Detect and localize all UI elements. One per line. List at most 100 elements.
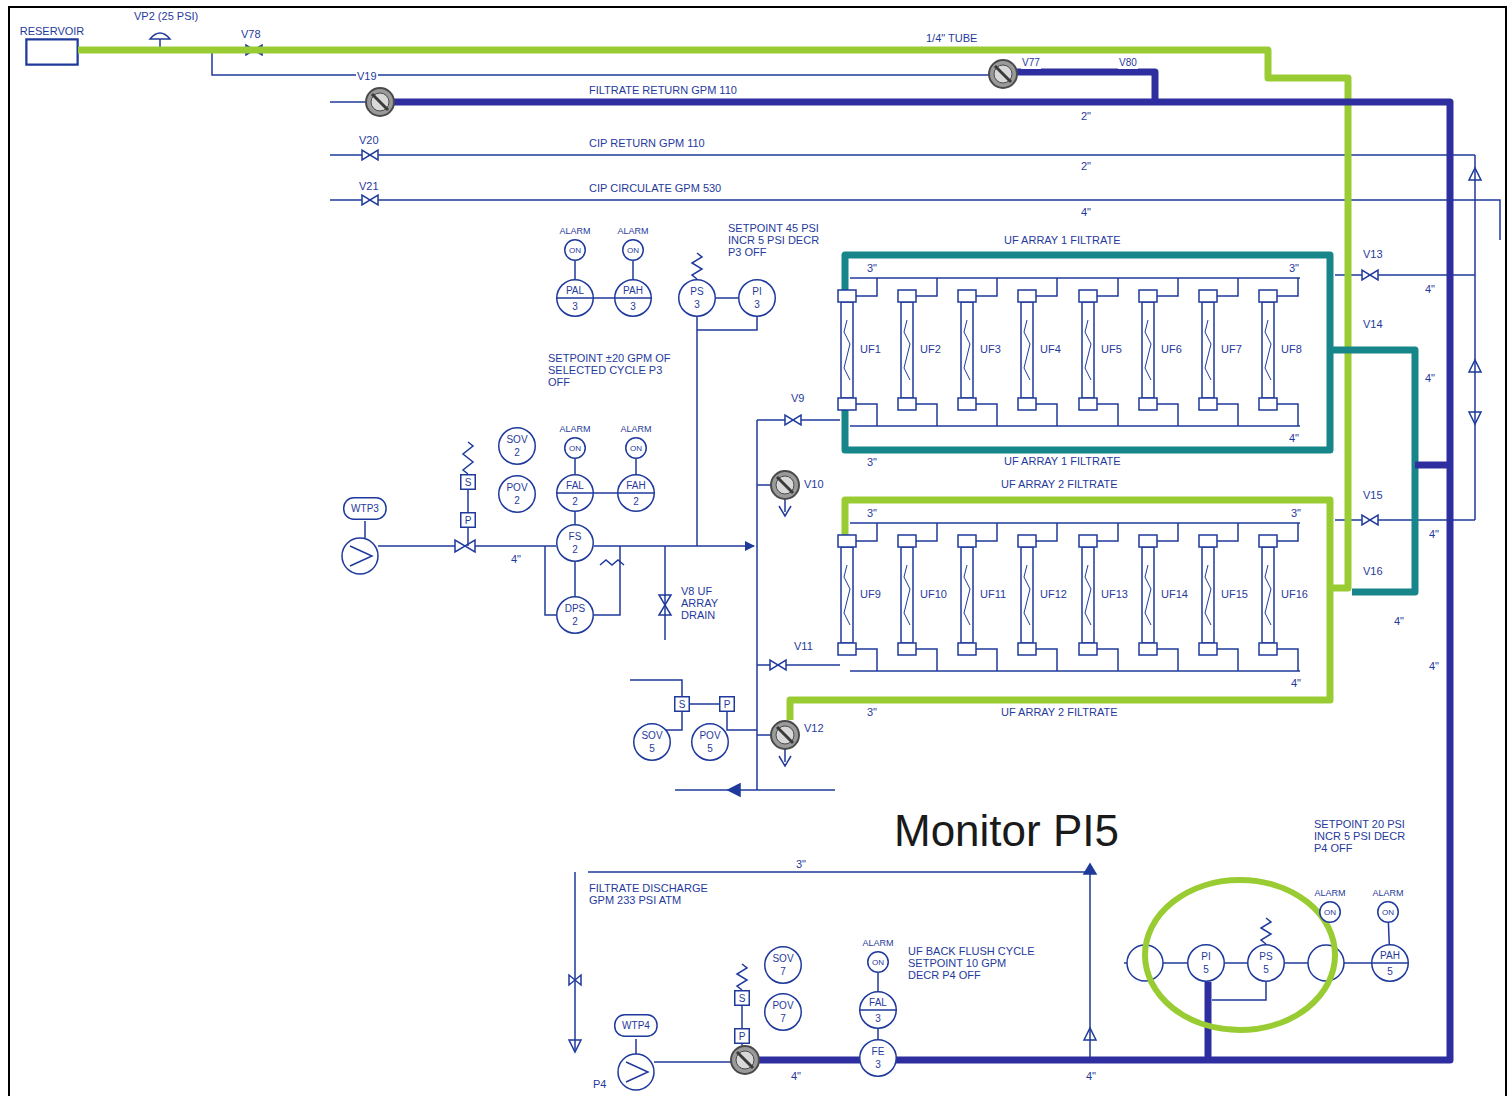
node-outline bbox=[26, 39, 78, 65]
node-outline bbox=[557, 525, 594, 562]
node-outline bbox=[1378, 902, 1399, 923]
alarm-lamp: ALARMON bbox=[1377, 901, 1399, 923]
uf-module bbox=[1217, 278, 1238, 296]
uf-module bbox=[856, 523, 877, 541]
node-body: SOV5 bbox=[633, 723, 671, 761]
alarm-lamp: ALARMON bbox=[564, 437, 586, 459]
instrument-tag: PS bbox=[1259, 951, 1272, 962]
instrument-tag: ON bbox=[627, 245, 639, 256]
pipe-size: 3" bbox=[1290, 507, 1302, 519]
instrument-tag: 3 bbox=[754, 299, 760, 310]
node-outline bbox=[679, 280, 716, 317]
instrument-tag: 2 bbox=[514, 495, 520, 506]
instrument-tag: SOV bbox=[641, 730, 662, 741]
thin-pipe bbox=[1469, 412, 1481, 424]
instrument-link bbox=[467, 490, 469, 512]
valve-tag: V14 bbox=[1362, 318, 1384, 330]
module-tag: UF1 bbox=[859, 343, 882, 355]
instrument-link bbox=[594, 297, 614, 299]
thin-pipe bbox=[1285, 962, 1308, 964]
instrument-tag: POV bbox=[772, 1000, 793, 1011]
actuated-valve bbox=[777, 727, 793, 743]
monitor-highlight bbox=[1145, 880, 1335, 1030]
pipe-size: 4" bbox=[510, 553, 522, 565]
node-body: SOV2 bbox=[498, 427, 536, 465]
uf-module bbox=[838, 535, 856, 547]
actuated-valve bbox=[771, 471, 799, 499]
uf-module bbox=[1145, 320, 1151, 380]
node-outline bbox=[565, 240, 586, 261]
thin-pipe bbox=[1362, 270, 1378, 280]
pump-tank: WTP3 bbox=[343, 497, 387, 520]
thin-pipe bbox=[600, 560, 624, 565]
thin-pipe bbox=[1362, 515, 1378, 525]
instrument-link bbox=[877, 973, 879, 991]
thin-pipe bbox=[727, 712, 757, 730]
instrument-bubble: FAL2 bbox=[556, 474, 594, 512]
uf-module bbox=[841, 547, 853, 643]
instrument-tag: ON bbox=[569, 443, 581, 454]
uf-module bbox=[898, 290, 916, 302]
instrument-link bbox=[574, 512, 576, 524]
thin-pipe bbox=[150, 33, 170, 39]
uf-module bbox=[898, 398, 916, 410]
line-title: UF ARRAY 1 FILTRATE bbox=[1003, 455, 1122, 467]
uf-module bbox=[1262, 302, 1274, 398]
thin-pipe bbox=[594, 545, 754, 547]
thin-pipe bbox=[1469, 168, 1481, 180]
node-outline bbox=[738, 279, 776, 317]
node-outline bbox=[618, 475, 655, 512]
uf-module bbox=[1085, 320, 1091, 380]
valve-tag: V11 bbox=[793, 640, 814, 652]
uf-module bbox=[850, 670, 1300, 672]
node-outline bbox=[739, 280, 776, 317]
instrument-tag: FE bbox=[872, 1046, 885, 1057]
instrument-tag: FAL bbox=[566, 480, 584, 491]
pipe-size: 2" bbox=[1080, 160, 1092, 172]
node-body: S bbox=[674, 696, 690, 712]
node-outline bbox=[556, 596, 594, 634]
uf-module bbox=[1024, 320, 1030, 380]
instrument-link bbox=[690, 703, 719, 705]
thin-pipe bbox=[545, 546, 556, 615]
uf-module bbox=[1265, 565, 1271, 625]
uf-module bbox=[1199, 643, 1217, 655]
node-body: PS 5 bbox=[1247, 944, 1285, 982]
uf-module bbox=[1157, 404, 1178, 426]
node-outline bbox=[735, 1029, 750, 1044]
actuated-valve bbox=[777, 477, 793, 493]
thin-pipe bbox=[1344, 962, 1371, 964]
actuated-valve bbox=[736, 1051, 754, 1069]
pipe-size: 4" bbox=[790, 1070, 802, 1082]
uf-module bbox=[1199, 535, 1217, 547]
uf-module bbox=[1024, 565, 1030, 625]
uf-module bbox=[1142, 547, 1154, 643]
instrument-tag: 3 bbox=[572, 301, 578, 312]
actuated-valve bbox=[366, 88, 394, 116]
module-tag: UF6 bbox=[1160, 343, 1183, 355]
uf-module bbox=[1036, 523, 1057, 541]
node-body: POV7 bbox=[764, 993, 802, 1031]
node-outline bbox=[1188, 945, 1225, 982]
uf-module bbox=[1097, 649, 1118, 671]
node-body: FAH2 bbox=[617, 474, 655, 512]
node-body: P bbox=[719, 696, 735, 712]
uf-module bbox=[976, 523, 997, 541]
node-outline bbox=[1247, 944, 1285, 982]
pipe-size: 4" bbox=[1428, 660, 1440, 672]
thin-pipe bbox=[455, 540, 475, 552]
node-outline bbox=[344, 497, 386, 519]
module-tag: UF11 bbox=[979, 588, 1007, 600]
instrument-tag: ON bbox=[1324, 907, 1336, 918]
uf-module bbox=[844, 320, 850, 380]
instrument-tag: 5 bbox=[1263, 964, 1269, 975]
alarm-lamp: ALARMON bbox=[622, 239, 644, 261]
valve-tag: V8 UF ARRAY DRAIN bbox=[680, 585, 730, 621]
valve-solenoid-bubble: SOV2 bbox=[498, 427, 536, 465]
line-title: VP2 (25 PSI) bbox=[133, 10, 199, 22]
uf-module bbox=[898, 643, 916, 655]
thin-pipe bbox=[588, 872, 1090, 1060]
node-body: PAH5 bbox=[1371, 944, 1409, 982]
thin-pipe bbox=[664, 546, 666, 640]
instrument-tag: 3 bbox=[875, 1059, 881, 1070]
